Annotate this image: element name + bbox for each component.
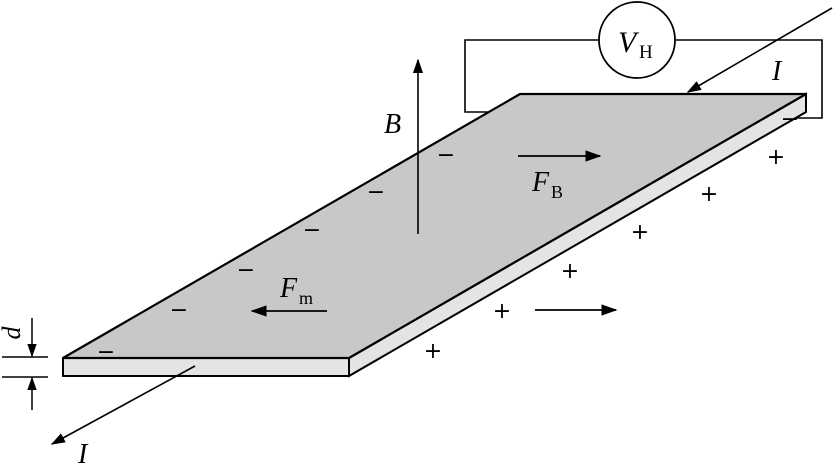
positive-charge: + (700, 182, 718, 207)
conducting-plate (61, 92, 808, 378)
voltmeter-label: V (618, 26, 640, 59)
voltmeter-label-sub: H (639, 42, 653, 63)
voltmeter-circle (598, 1, 676, 79)
magnetic-field-label: B (384, 109, 401, 140)
positive-charge: + (767, 145, 785, 170)
positive-charge: + (631, 220, 649, 245)
plate-top-face (61, 92, 808, 360)
force-m-label-sub: m (299, 288, 313, 308)
negative-charge: − (97, 340, 115, 365)
negative-charge: − (303, 218, 321, 243)
thickness-indicator: d (0, 318, 48, 410)
positive-charge: + (561, 259, 579, 284)
negative-charge: − (237, 258, 255, 283)
current-arrow-in (686, 7, 833, 93)
force-b-label-sub: B (551, 182, 563, 202)
thickness-label: d (0, 326, 26, 340)
voltmeter-wire-right (676, 39, 823, 119)
negative-charge: − (437, 143, 455, 168)
negative-charge: − (367, 180, 385, 205)
current-label-bottom: I (77, 439, 89, 465)
positive-charge: + (424, 339, 442, 364)
voltmeter: V H (598, 1, 676, 79)
positive-charge: + (493, 299, 511, 324)
negative-charge: − (170, 298, 188, 323)
current-arrow-out (50, 365, 196, 445)
force-m-label: F (279, 273, 298, 304)
positive-charges: + + + + + + (424, 145, 785, 364)
negative-charges: − − − − − − − (97, 107, 799, 365)
current-label-top: I (771, 56, 783, 87)
negative-charge: − (781, 107, 799, 132)
force-b-label: F (531, 167, 550, 198)
